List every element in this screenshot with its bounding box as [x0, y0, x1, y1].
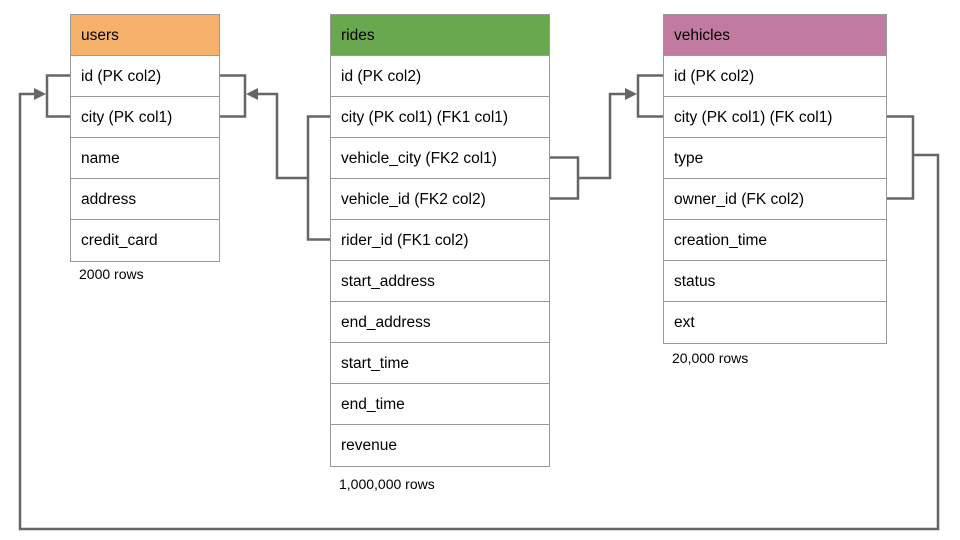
- vehicles-table-title: vehicles: [674, 27, 730, 44]
- table-row: city (PK col1) (FK1 col1): [331, 97, 549, 138]
- table-row: rider_id (FK1 col2): [331, 220, 549, 261]
- table-row: start_time: [331, 343, 549, 384]
- table-row: id (PK col2): [71, 56, 219, 97]
- users-table-header: users: [71, 15, 219, 56]
- arrow-right-icon: [34, 88, 46, 100]
- table-row: end_time: [331, 384, 549, 425]
- vehicles-to-users-connector: [18, 92, 940, 531]
- table-row: id (PK col2): [331, 56, 549, 97]
- table-row: name: [71, 138, 219, 179]
- table-row: address: [71, 179, 219, 220]
- vehicles-table-header: vehicles: [664, 15, 886, 56]
- rides-table-title: rides: [341, 27, 375, 44]
- arrow-right-icon: [625, 88, 637, 100]
- table-row: revenue: [331, 425, 549, 466]
- table-row: creation_time: [664, 220, 886, 261]
- rides-table-header: rides: [331, 15, 549, 56]
- users-pk-bracket-left: [45, 74, 70, 118]
- arrow-left-icon: [246, 88, 258, 100]
- table-row: start_address: [331, 261, 549, 302]
- users-pk-bracket-right: [220, 74, 247, 118]
- table-row: end_address: [331, 302, 549, 343]
- users-row-count: 2000 rows: [79, 266, 144, 282]
- rides-to-users-connector: [257, 92, 308, 180]
- table-row: city (PK col1): [71, 97, 219, 138]
- vehicles-row-count: 20,000 rows: [672, 350, 749, 366]
- table-row: ext: [664, 302, 886, 343]
- rides-to-vehicles-connector: [578, 92, 626, 180]
- rides-table-rows: id (PK col2)city (PK col1) (FK1 col1)veh…: [331, 56, 549, 466]
- rides-table: rides id (PK col2)city (PK col1) (FK1 co…: [330, 14, 550, 467]
- users-table-title: users: [81, 27, 119, 44]
- rides-fk2-bracket-right: [550, 156, 580, 200]
- vehicles-table: vehicles id (PK col2)city (PK col1) (FK …: [663, 14, 887, 344]
- table-row: vehicle_id (FK2 col2): [331, 179, 549, 220]
- table-row: vehicle_city (FK2 col1): [331, 138, 549, 179]
- table-row: credit_card: [71, 220, 219, 261]
- table-row: status: [664, 261, 886, 302]
- table-row: owner_id (FK col2): [664, 179, 886, 220]
- vehicles-pk-bracket-left: [636, 74, 663, 118]
- table-row: type: [664, 138, 886, 179]
- table-row: id (PK col2): [664, 56, 886, 97]
- vehicles-table-rows: id (PK col2)city (PK col1) (FK col1)type…: [664, 56, 886, 343]
- table-row: city (PK col1) (FK col1): [664, 97, 886, 138]
- rides-row-count: 1,000,000 rows: [339, 476, 435, 492]
- rides-fk1-bracket-left: [306, 115, 330, 241]
- vehicles-fk-bracket-right: [887, 115, 915, 200]
